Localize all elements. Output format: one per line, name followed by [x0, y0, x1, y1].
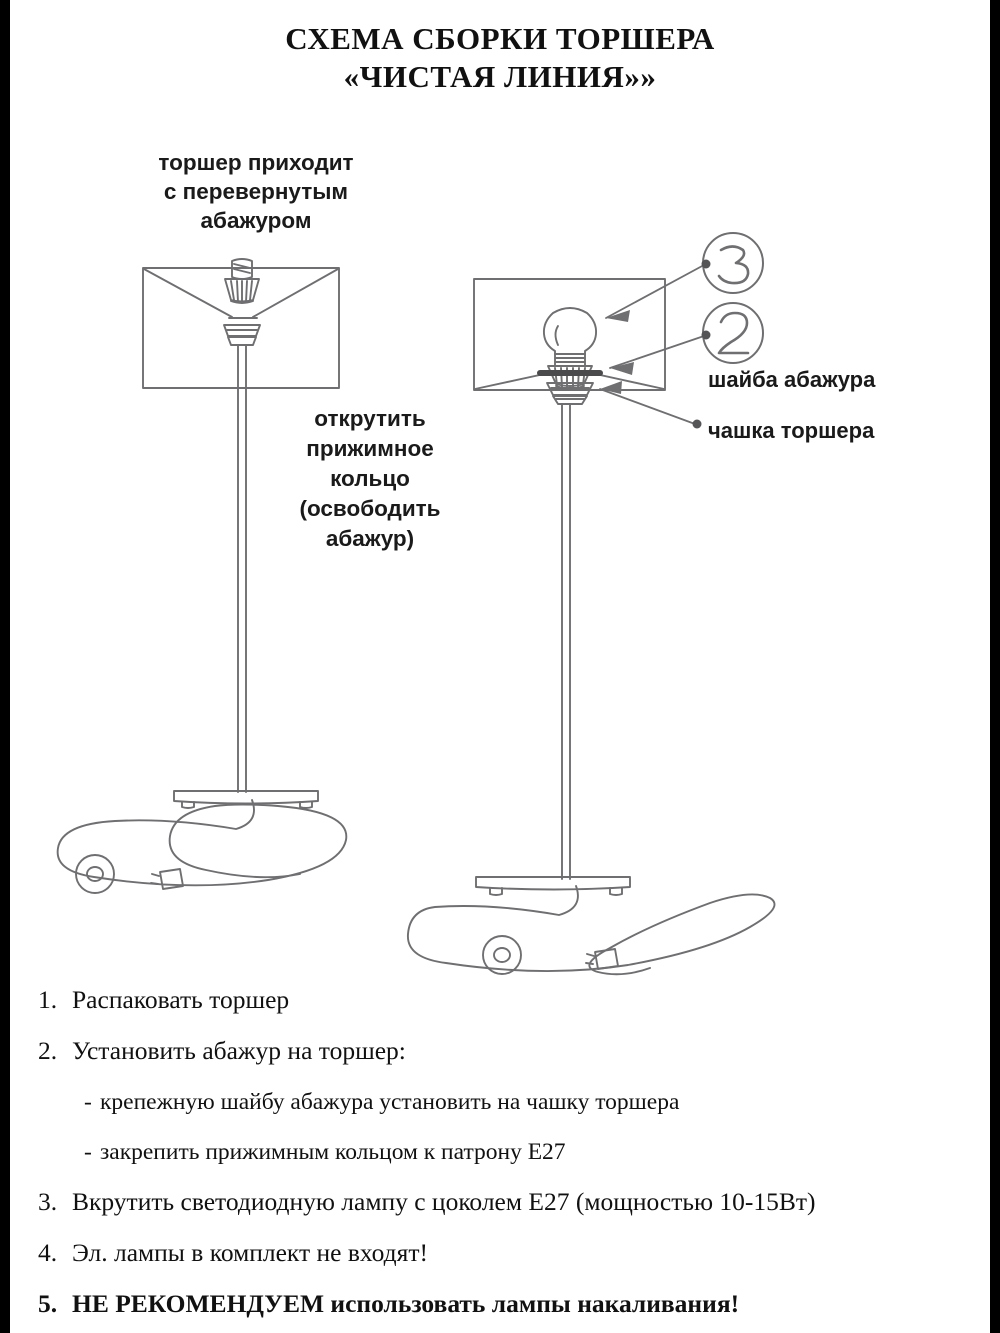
bulb-socket [554, 353, 586, 367]
step-text: НЕ РЕКОМЕНДУЕМ использовать лампы накали… [72, 1289, 740, 1318]
right-lamp-cup [546, 382, 594, 405]
annotation-inverted-line-2: с перевернутым [163, 179, 349, 204]
leader-dots [692, 259, 711, 429]
right-lamp-figure [407, 278, 776, 976]
instruction-step: 1. Распаковать торшер [38, 985, 988, 1015]
left-lamp-cup [223, 324, 261, 346]
callout-2-glyph [717, 311, 750, 355]
annotation-shade-washer: шайба абажура [708, 367, 876, 392]
leader-arrowheads [600, 310, 634, 394]
instruction-step: 3. Вкрутить светодиодную лампу с цоколем … [38, 1187, 988, 1217]
document-page: СХЕМА СБОРКИ ТОРШЕРА «ЧИСТАЯ ЛИНИЯ»» [10, 0, 990, 1333]
left-cord [56, 799, 348, 887]
annotation-inverted-shade: торшер приходит с перевернутым абажуром [106, 148, 406, 235]
leader-lines [599, 264, 705, 425]
annotation-unscrew-line-1: открутить [314, 406, 426, 431]
instruction-step: 2. Установить абажур на торшер: [38, 1036, 988, 1066]
right-foot-switch [482, 935, 522, 975]
instruction-step: -закрепить прижимным кольцом к патрону Е… [84, 1137, 988, 1167]
annotation-unscrew-line-3: кольцо [330, 466, 410, 491]
right-lampshade [473, 278, 666, 391]
step-text: Эл. лампы в комплект не входят! [72, 1238, 428, 1267]
left-socket-assembly [224, 258, 260, 304]
instruction-step: 5. НЕ РЕКОМЕНДУЕМ использовать лампы нака… [38, 1289, 988, 1319]
callout-3-glyph [717, 245, 750, 285]
left-shade-inner-right [252, 268, 339, 318]
instruction-step: 4. Эл. лампы в комплект не входят! [38, 1238, 988, 1268]
step-text: Распаковать торшер [72, 985, 290, 1014]
light-bulb [542, 307, 598, 355]
annotation-unscrew-line-5: абажур) [325, 526, 415, 551]
step-number: 1. [38, 985, 58, 1014]
annotation-inverted-line-3: абажуром [200, 208, 312, 233]
right-plug [585, 948, 619, 970]
assembly-diagram [56, 232, 776, 976]
step-number: 5. [38, 1289, 58, 1318]
right-base [475, 876, 631, 896]
title-line-1: СХЕМА СБОРКИ ТОРШЕРА [285, 21, 715, 56]
step-number: 4. [38, 1238, 58, 1267]
left-lamp-figure [56, 258, 348, 894]
instruction-list: 1. Распаковать торшер 2. Установить абажур … [38, 985, 988, 1319]
left-lampshade [142, 267, 340, 389]
step-number: - [84, 1139, 92, 1165]
left-shade-inner-left [143, 268, 233, 318]
annotation-inverted-line-1: торшер приходит [158, 150, 354, 175]
annotation-unscrew-line-2: прижимное [306, 436, 434, 461]
right-cord [407, 885, 776, 976]
step-number: - [84, 1089, 92, 1115]
left-foot-switch [75, 854, 115, 894]
instruction-step: -крепежную шайбу абажура установить на ч… [84, 1087, 988, 1117]
socket-skirt [547, 365, 593, 390]
left-base [173, 790, 319, 809]
page-title: СХЕМА СБОРКИ ТОРШЕРА «ЧИСТАЯ ЛИНИЯ»» [10, 20, 990, 96]
step-text: закрепить прижимным кольцом к патрону Е2… [100, 1139, 566, 1165]
annotation-unscrew-ring: открутить прижимное кольцо (освободить а… [262, 404, 478, 554]
left-plug [150, 868, 184, 890]
annotation-lamp-cup: чашка торшера [708, 418, 875, 443]
step-number: 3. [38, 1187, 58, 1216]
step-number: 2. [38, 1036, 58, 1065]
annotation-unscrew-line-4: (освободить [299, 496, 441, 521]
step-text: Установить абажур на торшер: [72, 1036, 406, 1065]
step-text: Вкрутить светодиодную лампу с цоколем Е2… [72, 1187, 816, 1216]
step-text: крепежную шайбу абажура установить на ча… [100, 1089, 680, 1115]
title-line-2: «ЧИСТАЯ ЛИНИЯ»» [343, 59, 657, 94]
